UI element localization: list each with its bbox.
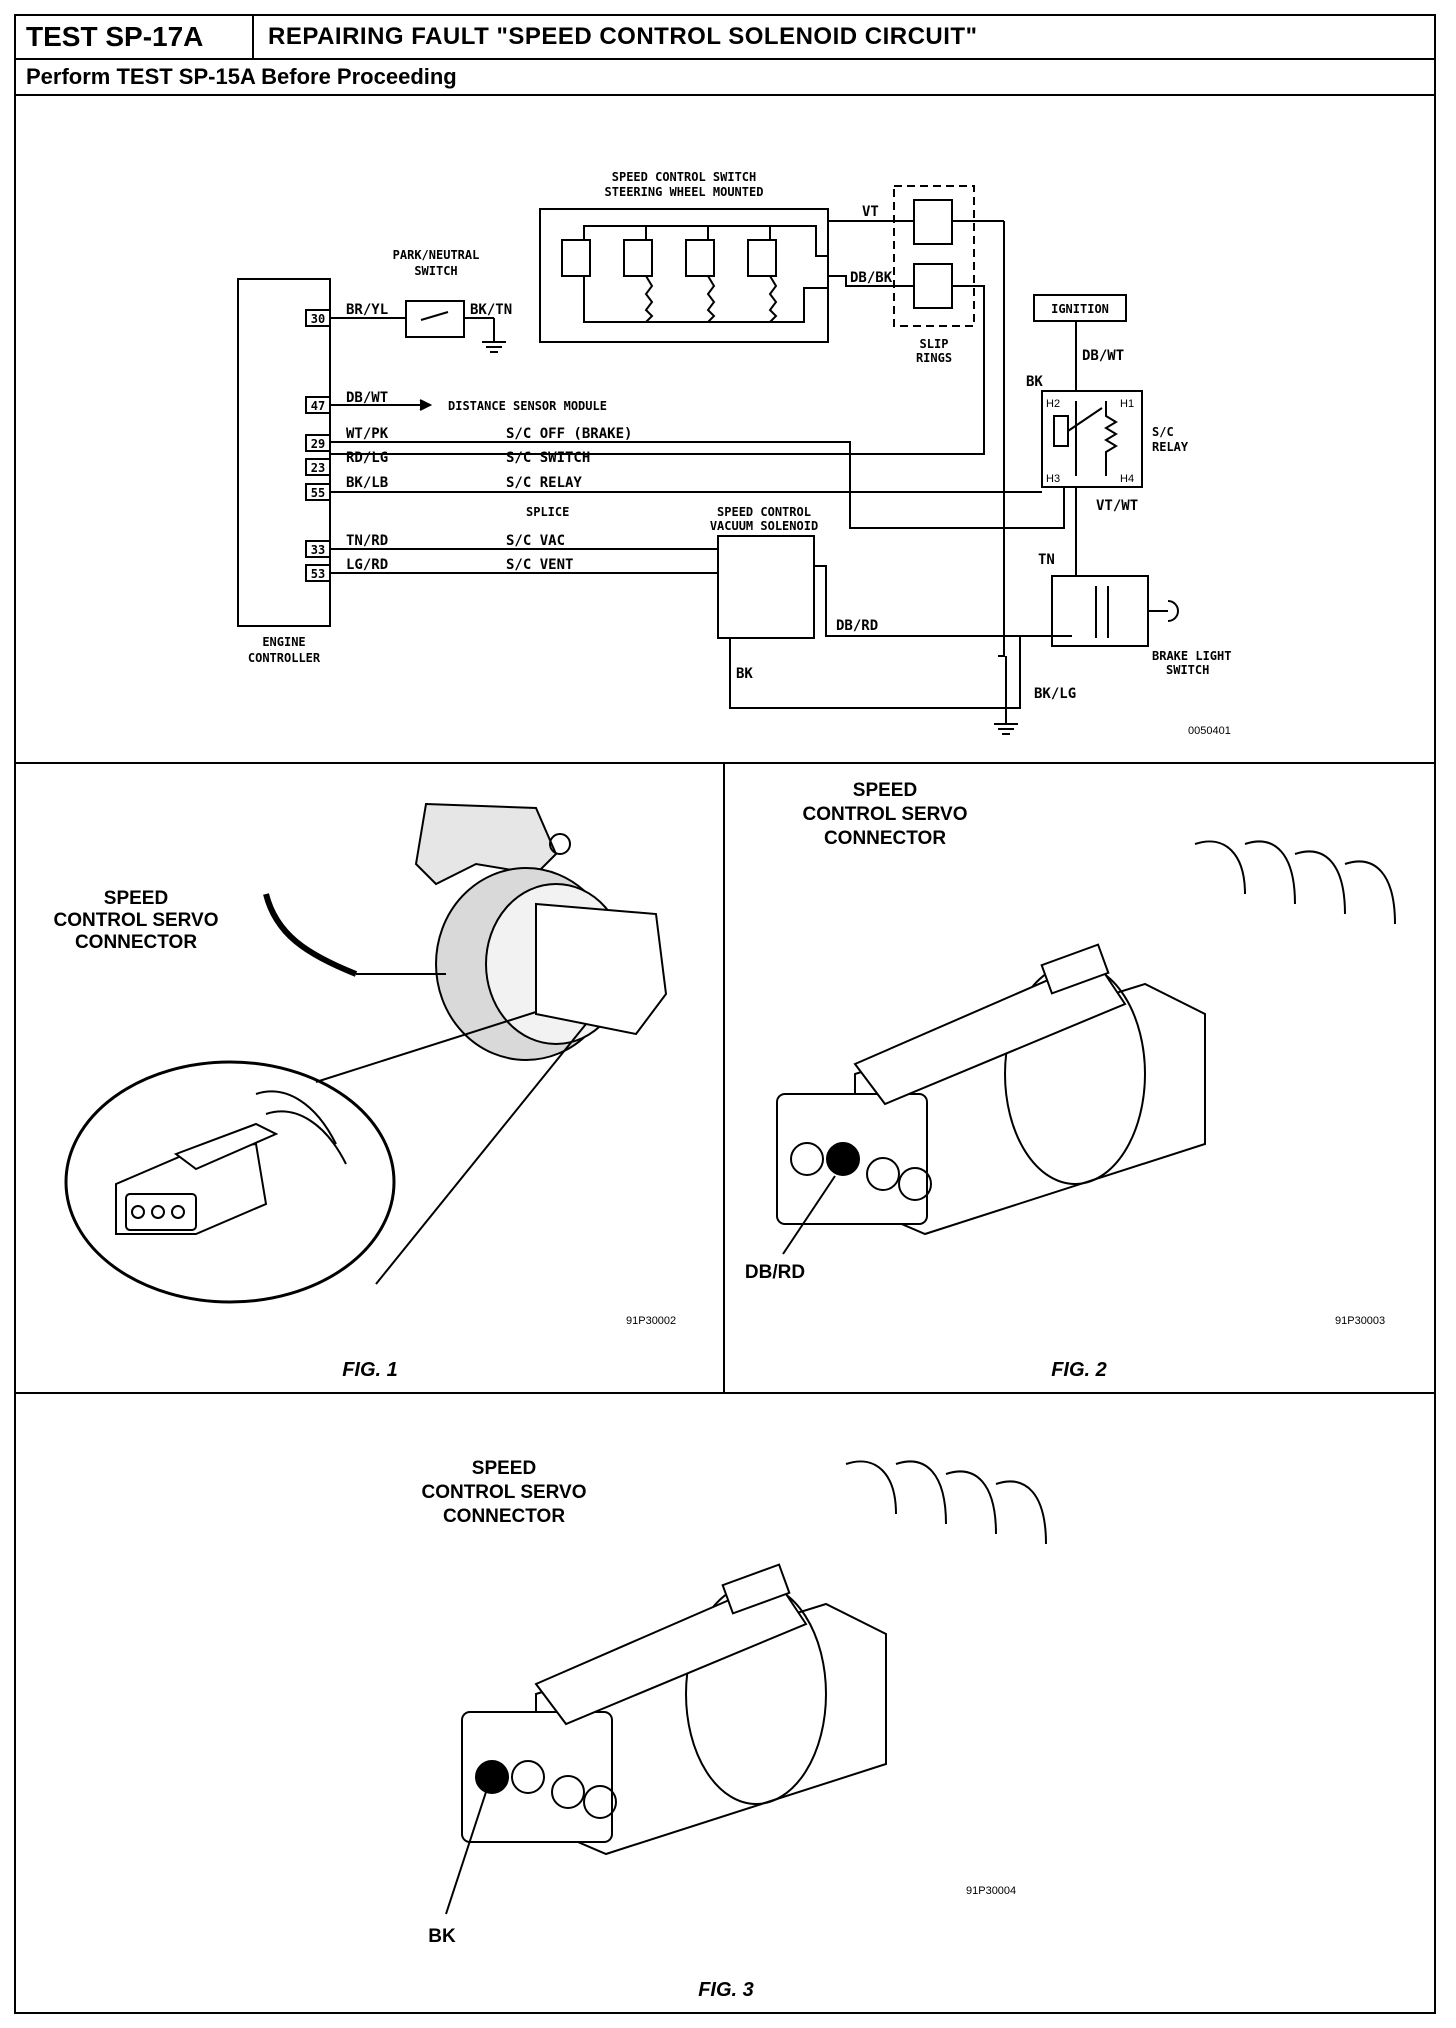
wire-color-label: VT/WT bbox=[1096, 498, 1138, 514]
schematic-code: 0050401 bbox=[1188, 725, 1231, 737]
relay-pin-label: H4 bbox=[1120, 473, 1134, 485]
wire-color-label: BK/LG bbox=[1034, 686, 1076, 702]
circuit-label: S/C OFF (BRAKE) bbox=[506, 426, 632, 442]
wire-color-label: BR/YL bbox=[346, 302, 388, 318]
brake-switch-label-2: SWITCH bbox=[1166, 663, 1209, 677]
wire-color-label: DB/WT bbox=[1082, 348, 1124, 364]
relay-pin-label: H3 bbox=[1046, 473, 1060, 485]
test-page: TEST SP-17A REPAIRING FAULT "SPEED CONTR… bbox=[14, 14, 1436, 2014]
vacuum-solenoid-box bbox=[717, 535, 815, 639]
wiring-schematic: SPEED CONTROL SWITCH STEERING WHEEL MOUN… bbox=[16, 96, 1434, 764]
fig3-caption: FIG. 3 bbox=[698, 1979, 754, 2001]
fig2-label-3: CONNECTOR bbox=[824, 828, 946, 849]
figure-1-panel: SPEED CONTROL SERVO CONNECTOR 91P30002 F… bbox=[16, 764, 725, 1394]
test-id: TEST SP-17A bbox=[16, 16, 254, 58]
wire-color-label: BK bbox=[736, 666, 753, 682]
wire-color-label: RD/LG bbox=[346, 450, 388, 466]
park-neutral-switch-box bbox=[405, 300, 465, 338]
wire-color-label: DB/RD bbox=[836, 618, 878, 634]
pin-number: 53 bbox=[311, 567, 325, 581]
sc-relay-label-2: RELAY bbox=[1152, 440, 1189, 454]
fig1-label-2: CONTROL SERVO bbox=[53, 910, 218, 931]
distance-sensor-label: DISTANCE SENSOR MODULE bbox=[448, 399, 607, 413]
figure-3-panel: SPEED CONTROL SERVO CONNECTOR BK 91P3000… bbox=[16, 1394, 1434, 2012]
pin-number: 23 bbox=[311, 461, 325, 475]
switch-title-2: STEERING WHEEL MOUNTED bbox=[605, 185, 764, 199]
fig2-label-1: SPEED bbox=[853, 780, 917, 801]
fig1-label-3: CONNECTOR bbox=[75, 932, 197, 953]
wire-color-label: DB/WT bbox=[346, 390, 388, 406]
header: TEST SP-17A REPAIRING FAULT "SPEED CONTR… bbox=[16, 16, 1434, 60]
wire-color-label: VT bbox=[862, 204, 879, 220]
engine-controller-label-1: ENGINE bbox=[262, 635, 305, 649]
slip-rings-box bbox=[893, 185, 975, 327]
wire-color-label: TN bbox=[1038, 552, 1055, 568]
splice-label: SPLICE bbox=[526, 505, 569, 519]
figure-2-panel: SPEED CONTROL SERVO CONNECTOR DB/RD 91P3… bbox=[725, 764, 1434, 1394]
fig3-label-3: CONNECTOR bbox=[443, 1506, 565, 1527]
wire-color-label: BK/TN bbox=[470, 302, 512, 318]
fig1-caption: FIG. 1 bbox=[342, 1359, 398, 1381]
pin-number: 47 bbox=[311, 399, 325, 413]
relay-pin-label: H2 bbox=[1046, 398, 1060, 410]
wire-color-label: TN/RD bbox=[346, 533, 388, 549]
fig1-label-1: SPEED bbox=[104, 888, 168, 909]
relay-pin-label: H1 bbox=[1120, 398, 1134, 410]
fig1-code: 91P30002 bbox=[626, 1315, 676, 1327]
circuit-label: S/C VENT bbox=[506, 557, 573, 573]
circuit-label: S/C RELAY bbox=[506, 475, 582, 491]
ignition-label: IGNITION bbox=[1051, 302, 1109, 316]
fig2-caption: FIG. 2 bbox=[1051, 1359, 1107, 1381]
pin-number: 29 bbox=[311, 437, 325, 451]
wire-color-label: WT/PK bbox=[346, 426, 389, 442]
brake-switch-label-1: BRAKE LIGHT bbox=[1152, 649, 1231, 663]
slip-rings-label-1: SLIP bbox=[920, 337, 949, 351]
wire-color-label: BK/LB bbox=[346, 475, 388, 491]
switch-title-1: SPEED CONTROL SWITCH bbox=[612, 170, 757, 184]
wire-color-label: BK bbox=[1026, 374, 1043, 390]
pin-number: 30 bbox=[311, 312, 325, 326]
pin-number: 33 bbox=[311, 543, 325, 557]
fig3-code: 91P30004 bbox=[966, 1885, 1016, 1897]
fig3-callout-bk: BK bbox=[428, 1926, 456, 1947]
figure-1-illustration: SPEED CONTROL SERVO CONNECTOR 91P30002 F… bbox=[53, 802, 676, 1381]
ignition-box bbox=[1033, 294, 1127, 322]
circuit-label: S/C SWITCH bbox=[506, 450, 590, 466]
figure-3-illustration: SPEED CONTROL SERVO CONNECTOR BK 91P3000… bbox=[421, 1458, 1047, 2001]
sc-relay-box bbox=[1041, 390, 1143, 488]
schematic-svg: SPEED CONTROL SWITCH STEERING WHEEL MOUN… bbox=[237, 170, 1231, 737]
prerequisite-note: Perform TEST SP-15A Before Proceeding bbox=[16, 60, 1434, 96]
fig2-callout-db-rd: DB/RD bbox=[745, 1262, 805, 1283]
figure-2-illustration: SPEED CONTROL SERVO CONNECTOR DB/RD 91P3… bbox=[745, 780, 1396, 1381]
fig2-label-2: CONTROL SERVO bbox=[802, 804, 967, 825]
park-neutral-label-2: SWITCH bbox=[414, 264, 457, 278]
test-title: REPAIRING FAULT "SPEED CONTROL SOLENOID … bbox=[268, 23, 978, 50]
solenoid-label-1: SPEED CONTROL bbox=[717, 505, 811, 519]
circuit-label: S/C VAC bbox=[506, 533, 565, 549]
solenoid-label-2: VACUUM SOLENOID bbox=[710, 519, 818, 533]
engine-controller-label-2: CONTROLLER bbox=[248, 651, 321, 665]
wire-color-label: DB/BK bbox=[850, 270, 893, 286]
wire-color-label: LG/RD bbox=[346, 557, 388, 573]
fig3-label-2: CONTROL SERVO bbox=[421, 1482, 586, 1503]
sc-relay-label-1: S/C bbox=[1152, 425, 1174, 439]
fig2-code: 91P30003 bbox=[1335, 1315, 1385, 1327]
fig3-label-1: SPEED bbox=[472, 1458, 536, 1479]
pin-number: 55 bbox=[311, 486, 325, 500]
engine-controller-box bbox=[237, 278, 331, 627]
park-neutral-label-1: PARK/NEUTRAL bbox=[393, 248, 480, 262]
slip-rings-label-2: RINGS bbox=[916, 351, 952, 365]
